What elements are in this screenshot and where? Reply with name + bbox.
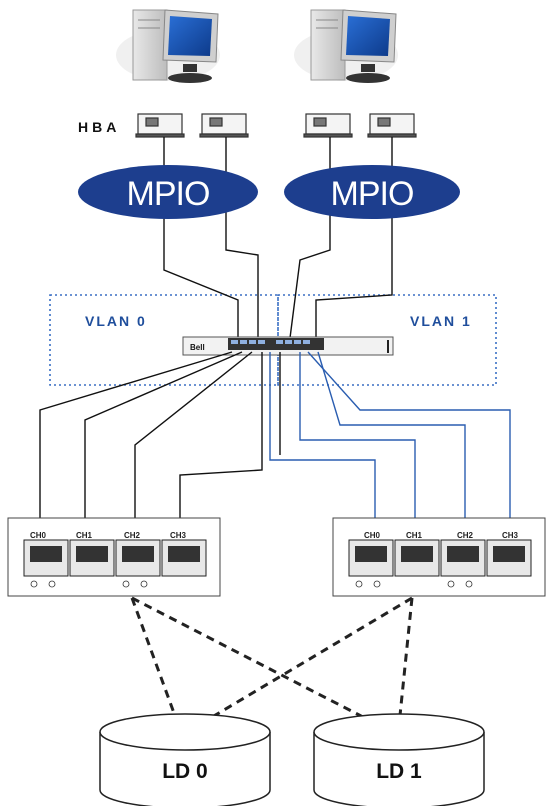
cylinder-icon [313, 713, 485, 751]
port-module: CH3 [486, 531, 532, 577]
hba-card-icon [135, 113, 185, 138]
port-module: CH1 [394, 531, 440, 577]
channel-label: CH0 [364, 531, 381, 540]
status-leds [30, 580, 148, 588]
status-leds [355, 580, 473, 588]
port-module: CH2 [115, 531, 161, 577]
hba-cards [135, 113, 417, 138]
port-module: CH3 [161, 531, 207, 577]
channel-label: CH2 [457, 531, 474, 540]
logical-drive-0: LD 0 [99, 713, 271, 806]
hba-card-icon [367, 113, 417, 138]
storage-controller-left: CH0 CH1 CH2 CH3 [7, 517, 221, 597]
channel-label: CH1 [406, 531, 423, 540]
mpio-right-label: MPIO [331, 175, 414, 213]
cylinder-icon [99, 713, 271, 751]
tower-icon [310, 9, 346, 81]
ld-1-label: LD 1 [376, 760, 422, 783]
hba-card-icon [199, 113, 249, 138]
host-computer-right [294, 9, 398, 83]
mpio-left-label: MPIO [127, 175, 210, 213]
port-module: CH1 [69, 531, 115, 577]
network-switch: Bell [182, 336, 394, 356]
vlan1-storage-cables [269, 351, 511, 530]
mpio-right: MPIO [284, 165, 460, 219]
channel-label: CH1 [76, 531, 93, 540]
hba-card-icon [303, 113, 353, 138]
ld-dashed-links [130, 596, 414, 737]
vlan-0-label: VLAN 0 [85, 313, 147, 329]
channel-label: CH3 [170, 531, 187, 540]
hba-label: HBA [78, 119, 120, 135]
storage-controller-right: CH0 CH1 CH2 CH3 [332, 517, 546, 597]
channel-label: CH3 [502, 531, 519, 540]
channel-label: CH0 [30, 531, 47, 540]
switch-brand: Bell [190, 343, 205, 352]
host-computer-left [116, 9, 220, 83]
vlan0-storage-cables [39, 351, 281, 530]
ld-0-label: LD 0 [162, 760, 208, 783]
port-module: CH0 [348, 531, 394, 577]
vlan-0-region [49, 294, 279, 386]
logical-drive-1: LD 1 [313, 713, 485, 806]
port-module: CH0 [23, 531, 69, 577]
channel-label: CH2 [124, 531, 141, 540]
vlan-1-label: VLAN 1 [410, 313, 472, 329]
port-module: CH2 [440, 531, 486, 577]
mpio-left: MPIO [78, 165, 258, 219]
